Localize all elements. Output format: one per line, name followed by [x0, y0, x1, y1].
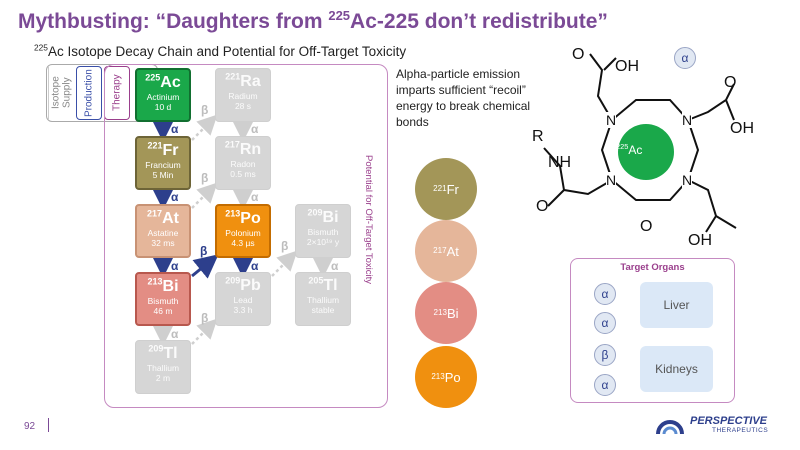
beta-label-fr-rn: β	[201, 171, 209, 185]
arrow-fr-rn	[191, 182, 218, 209]
beta-label-bi-po: β	[200, 244, 208, 258]
arrow-bi-po	[191, 254, 219, 279]
alpha-label-bi-tl209: α	[171, 327, 179, 341]
target-organs-title: Target Organs	[620, 262, 685, 273]
decay-chain-frame	[104, 64, 388, 408]
organ-badge-2: α	[594, 312, 616, 334]
molecule-o-top: O	[572, 46, 585, 63]
molecule-n3: N	[606, 172, 617, 188]
molecule-oh-right: OH	[730, 120, 754, 137]
page-subtitle: 225Ac Isotope Decay Chain and Potential …	[34, 42, 407, 59]
molecule-n4: N	[682, 172, 693, 188]
page-title: Mythbusting: “Daughters from 225Ac-225 d…	[18, 8, 608, 33]
beta-label-pb-bi209: β	[281, 239, 289, 253]
chelator-structure	[543, 53, 737, 233]
alpha-label-po-pb: α	[251, 259, 259, 273]
molecule-o-right: O	[724, 74, 737, 91]
beta-label-tl209-pb: β	[201, 311, 209, 325]
off-target-toxicity-label: Potential for Off-Target Toxicity	[363, 155, 374, 285]
organ-liver: Liver	[640, 282, 713, 328]
alpha-label-at-bi: α	[171, 259, 179, 273]
alpha-label-bi209-tl205: α	[331, 259, 339, 273]
molecule-oh-top: OH	[615, 58, 639, 75]
alpha-label-ra-rn: α	[251, 122, 259, 136]
organ-badge-1: α	[594, 283, 616, 305]
molecule-alpha-badge: α	[674, 47, 696, 69]
molecule-r: R	[532, 128, 544, 145]
page-number: 92	[24, 421, 36, 432]
target-organs-box	[570, 258, 735, 403]
organ-badge-4: α	[594, 374, 616, 396]
logo-text: PERSPECTIVE	[690, 415, 768, 427]
molecule-ac-label: 225Ac	[616, 142, 643, 157]
page-divider	[48, 418, 49, 432]
organ-badge-3: β	[594, 344, 616, 366]
alpha-label-rn-po: α	[251, 190, 259, 204]
molecule-n1: N	[606, 112, 617, 128]
arrow-pb-bi209	[271, 250, 298, 277]
alpha-label-ac-fr: α	[171, 122, 179, 136]
organ-kidneys: Kidneys	[640, 346, 713, 392]
actinium-core	[618, 124, 674, 180]
perspective-logo-icon	[656, 420, 684, 435]
recoil-info-text: Alpha-particle emission imparts sufficie…	[396, 67, 531, 129]
arrow-ac-ra	[191, 114, 218, 141]
molecule-o-bottom: O	[640, 218, 653, 235]
molecule-o-left: O	[536, 198, 549, 215]
beta-label-ac-ra: β	[201, 103, 209, 117]
logo-subtext: THERAPEUTICS	[712, 427, 769, 434]
arrow-tl209-pb	[191, 318, 218, 345]
molecule-nh: NH	[548, 154, 572, 171]
molecule-oh-bottom: OH	[688, 232, 712, 249]
alpha-label-fr-at: α	[171, 190, 179, 204]
molecule-n2: N	[682, 112, 693, 128]
